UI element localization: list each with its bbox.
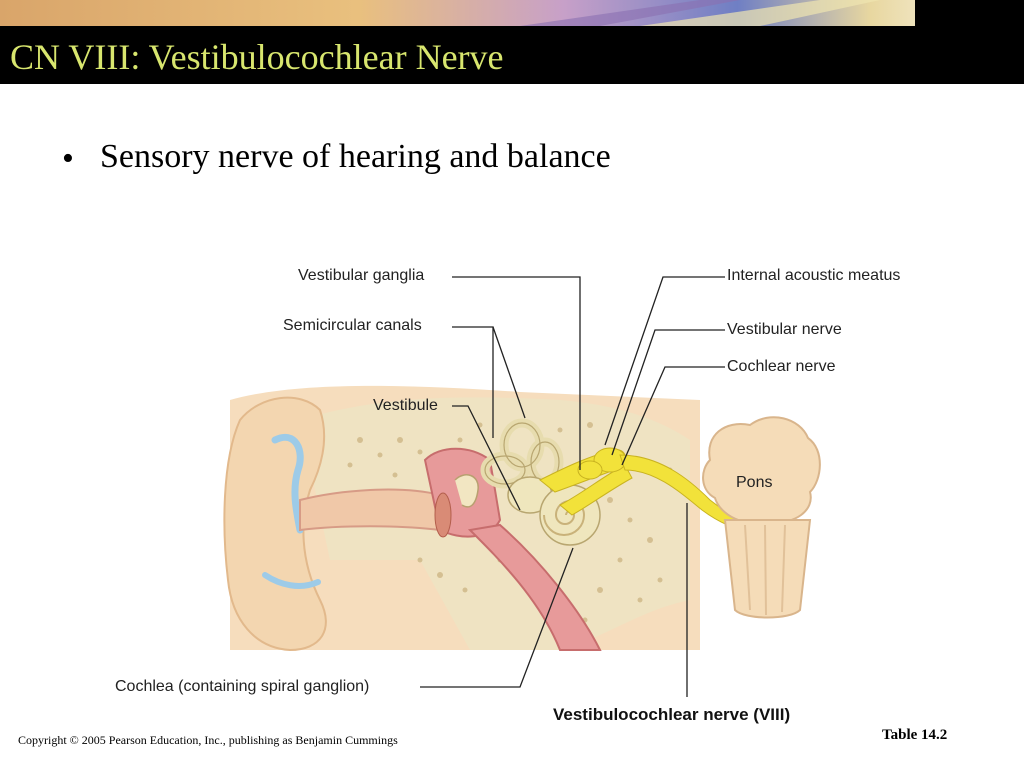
copyright-notice: Copyright © 2005 Pearson Education, Inc.… xyxy=(18,733,398,747)
bullet-text: Sensory nerve of hearing and balance xyxy=(100,138,611,175)
label-pons: Pons xyxy=(736,474,773,491)
label-vestibular-ganglia: Vestibular ganglia xyxy=(298,267,425,284)
label-vestibular-nerve: Vestibular nerve xyxy=(727,321,842,338)
header-decoration xyxy=(0,0,1024,26)
auditory-tube xyxy=(467,523,602,651)
pons xyxy=(702,416,821,619)
label-vestibulocochlear-nerve: Vestibulocochlear nerve (VIII) xyxy=(553,705,791,724)
leader-lines xyxy=(420,276,725,697)
slide-title: CN VIII: Vestibulocochlear Nerve xyxy=(10,37,504,77)
ear-canal xyxy=(299,488,441,532)
label-internal-acoustic-meatus: Internal acoustic meatus xyxy=(727,267,901,284)
nerve-bundle xyxy=(539,447,761,535)
label-semicircular-canals: Semicircular canals xyxy=(283,317,422,334)
tympanic-membrane xyxy=(434,492,452,538)
label-vestibule: Vestibule xyxy=(373,397,438,414)
label-cochlea: Cochlea (containing spiral ganglion) xyxy=(115,678,370,695)
label-cochlear-nerve: Cochlear nerve xyxy=(727,358,836,375)
title-bar xyxy=(0,26,1024,84)
table-reference: Table 14.2 xyxy=(882,727,948,743)
bullet-marker: • xyxy=(62,140,74,177)
